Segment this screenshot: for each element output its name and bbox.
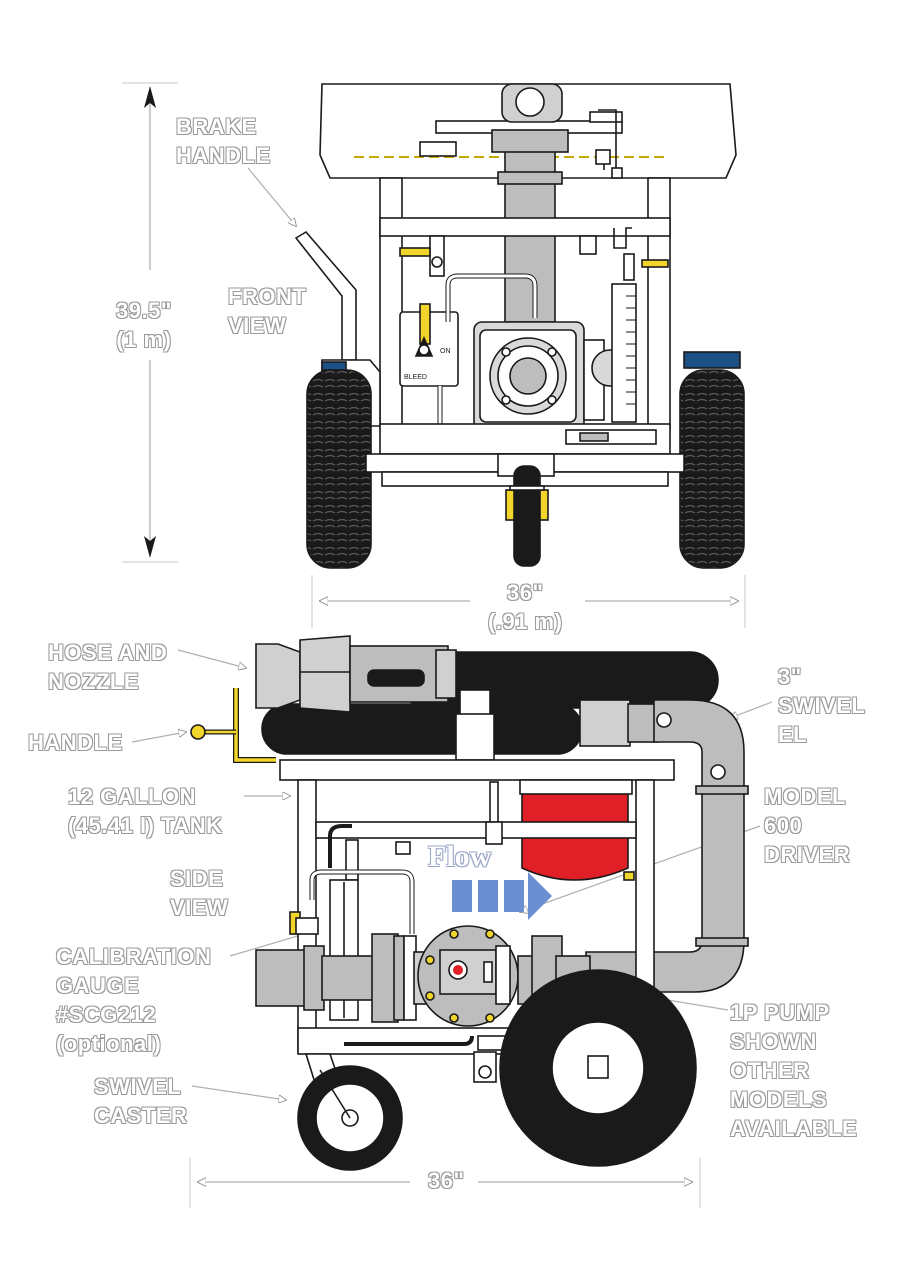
bleed-label: BLEED [404,374,427,381]
frame-upright-left [379,177,403,429]
front-caster-wheel [513,465,541,567]
front-valve-handle-right [641,259,669,268]
tank-top [279,759,675,781]
length-dimension-label: 36" [428,1168,465,1193]
handle-label: HANDLE [28,730,123,755]
hose-lower [261,703,583,755]
swivel-el-label: 3" SWIVEL EL [778,664,866,747]
front-valve-handle-left [399,247,431,257]
handle-knob [190,724,206,740]
on-label: ON [440,348,451,355]
side-view-label: SIDE VIEW [170,866,229,920]
flow-arrow [452,872,552,920]
nozzle [255,635,457,713]
front-tire-right [679,369,745,569]
frame-upright-right [647,177,671,429]
brake-handle-label: BRAKE HANDLE [176,114,271,168]
calibration-gauge-label: CALIBRATION GAUGE #SCG212 (optional) [56,944,212,1056]
hose-and-nozzle-label: HOSE AND NOZZLE [48,640,168,694]
swivel-caster-label: SWIVEL CASTER [94,1074,188,1128]
inlet-coupling [255,949,309,1007]
flow-label: Flow [428,840,492,873]
front-view-label: FRONT VIEW [228,284,307,338]
swivel-el-pipe [585,699,745,993]
front-gauge-handle [419,303,431,345]
height-dimension-label: 39.5" (1 m) [116,298,172,352]
front-tire-left [306,369,372,569]
front-view-drawing [122,82,746,628]
pump-label: 1P PUMP SHOWN OTHER MODELS AVAILABLE [730,1000,858,1141]
side-view-drawing [131,635,773,1208]
height-arrow-top [144,86,156,108]
width-dimension-label: 36" (.91 m) [488,580,563,634]
height-arrow-bottom [144,536,156,558]
model-driver-label: MODEL 600 DRIVER [764,784,851,867]
blue-pad-right [683,351,741,369]
tank-filler-post [459,689,491,717]
tank-label: 12 GALLON (45.41 l) TANK [68,784,223,838]
front-gauge-tube [611,283,637,423]
